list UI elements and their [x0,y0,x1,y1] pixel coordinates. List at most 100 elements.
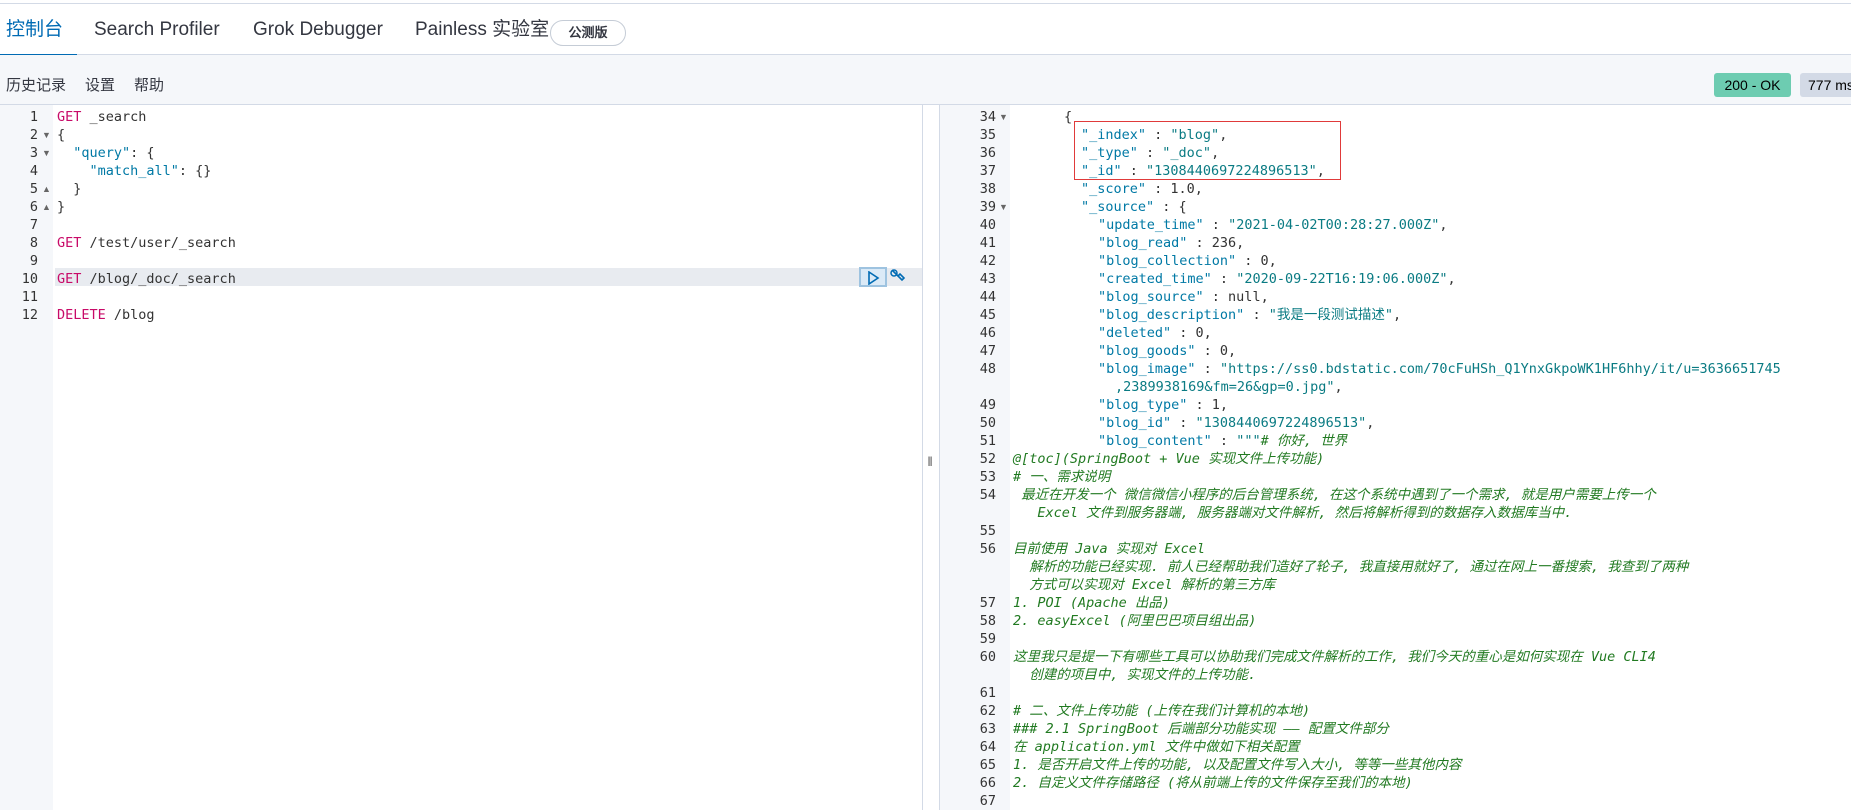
code-token: : [1211,433,1237,449]
code-token: : [1121,163,1147,179]
wrench-icon[interactable] [889,268,907,286]
line-number: 53 [979,469,996,485]
panel-divider [922,105,940,810]
code-token: , [1316,163,1325,179]
tab-painless-lab[interactable]: Painless 实验室 [415,19,550,40]
code-token: 最近在开发一个 微信微信小程序的后台管理系统, 在这个系统中遇到了一个需求, 就… [1013,487,1656,503]
code-line: "match_all": {} [57,162,212,180]
line-number: 46 [979,325,996,341]
code-line: 创建的项目中, 实现文件的上传功能. [1013,666,1256,684]
code-line: "_index" : "blog", [1081,126,1227,144]
tab-console[interactable]: 控制台 [6,19,64,40]
send-request-button[interactable] [859,267,887,287]
code-token: : 0, [1195,343,1237,359]
code-line: # 二、文件上传功能 (上传在我们计算机的本地) [1013,702,1310,720]
code-token: , [1392,307,1402,323]
code-line: "blog_id" : "1308440697224896513", [1098,414,1374,432]
code-token: 1. POI (Apache 出品) [1013,595,1171,611]
line-number [940,576,996,594]
code-token: "blog_read" [1098,235,1188,251]
help-button[interactable]: 帮助 [134,77,165,94]
line-number: 58 [979,613,996,629]
code-token: """ [1236,433,1261,449]
code-token: _search [81,109,147,125]
line-number: 10 [21,271,38,287]
play-icon [868,271,880,285]
code-token: : 1, [1187,397,1229,413]
fold-toggle-icon[interactable]: ▲ [42,184,51,194]
line-number: 65 [979,757,996,773]
code-line: "blog_type" : 1, [1098,396,1228,414]
code-token: , [1366,415,1375,431]
line-number: 56 [979,541,996,557]
code-token: : [1203,217,1229,233]
code-token: : 236, [1187,235,1245,251]
code-line: "deleted" : 0, [1098,324,1212,342]
code-line: 在 application.yml 文件中做如下相关配置 [1013,738,1300,756]
code-token: { [1064,109,1073,125]
fold-toggle-icon[interactable]: ▲ [42,202,51,212]
code-token: "blog_content" [1098,433,1212,449]
code-line: 解析的功能已经实现. 前人已经帮助我们造好了轮子, 我直接用就好了, 通过在网上… [1013,558,1688,576]
line-number: 7 [29,217,38,233]
code-line: "query": { [57,144,155,162]
code-token: : [1171,415,1196,431]
line-number: 48 [979,361,996,377]
line-number: 35 [979,127,996,143]
beta-badge: 公测版 [550,20,626,46]
line-number: 60 [979,649,996,665]
history-button[interactable]: 历史记录 [6,77,67,94]
code-line: } [57,198,65,216]
code-line: ,2389938169&fm=26&gp=0.jpg", [1115,378,1343,396]
line-number: 64 [979,739,996,755]
line-number [940,378,996,396]
fold-toggle-icon[interactable]: ▼ [999,202,1008,212]
code-line: 1. 是否开启文件上传的功能, 以及配置文件写入大小, 等等一些其他内容 [1013,756,1461,774]
code-token: Excel 文件到服务器端, 服务器端对文件解析, 然后将解析得到的数据存入数据… [1013,505,1573,521]
code-line: "blog_content" : """# 你好, 世界 [1098,432,1347,450]
tab-grok-debugger[interactable]: Grok Debugger [253,19,383,40]
code-line: "blog_goods" : 0, [1098,342,1236,360]
code-token: , [1211,145,1220,161]
response-editor[interactable]: 34{35"_index" : "blog",36"_type" : "_doc… [940,105,1851,810]
status-badge: 200 - OK [1714,73,1791,97]
code-line: { [57,126,65,144]
code-line: "blog_source" : null, [1098,288,1269,306]
resize-handle[interactable]: ‖ [927,454,933,469]
code-line: 2. 自定义文件存储路径 (将从前端上传的文件保存至我们的本地) [1013,774,1413,792]
code-token: : [1146,127,1171,143]
code-line: 2. easyExcel (阿里巴巴项目组出品) [1013,612,1256,630]
settings-button[interactable]: 设置 [85,77,116,94]
code-token: "_doc" [1162,145,1212,161]
code-token: 在 application.yml 文件中做如下相关配置 [1013,739,1300,755]
code-token: : [1211,271,1237,287]
fold-toggle-icon[interactable]: ▼ [42,130,51,140]
code-token: 目前使用 Java 实现对 Excel [1013,541,1206,557]
code-token: 解析的功能已经实现. 前人已经帮助我们造好了轮子, 我直接用就好了, 通过在网上… [1013,559,1689,575]
active-line-highlight [55,268,922,286]
line-number: 62 [979,703,996,719]
code-line: { [1064,108,1072,126]
code-token [57,145,73,161]
line-number: 45 [979,307,996,323]
fold-toggle-icon[interactable]: ▼ [999,112,1008,122]
code-token: "_source" [1081,199,1155,215]
line-number: 61 [979,685,996,701]
code-token: # 二、文件上传功能 (上传在我们计算机的本地) [1013,703,1311,719]
fold-toggle-icon[interactable]: ▼ [42,148,51,158]
code-token: } [57,199,66,215]
code-line: "_id" : "1308440697224896513", [1081,162,1325,180]
line-number: 38 [979,181,996,197]
code-token: /blog [105,307,155,323]
line-number: 51 [979,433,996,449]
line-number: 2 [29,127,38,143]
code-token: 方式可以实现对 Excel 解析的第三方库 [1013,577,1276,593]
code-token: "2021-04-02T00:28:27.000Z" [1228,217,1440,233]
code-token [57,163,90,179]
tab-search-profiler[interactable]: Search Profiler [94,19,220,40]
code-token: "match_all" [89,163,179,179]
request-gutter [0,105,53,810]
line-number: 67 [979,793,996,809]
code-token: : { [130,145,155,161]
